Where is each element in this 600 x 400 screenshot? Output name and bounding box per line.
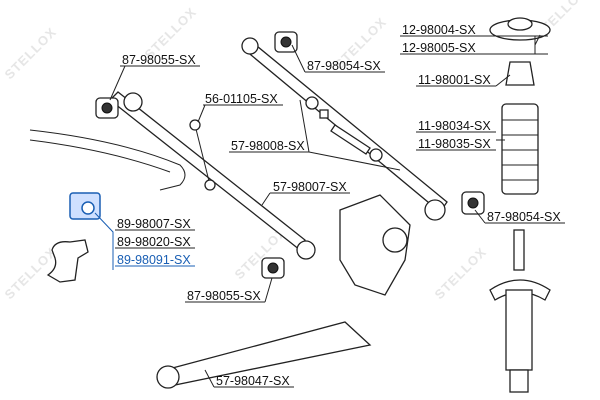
arm-bushing-upper-left[interactable] (95, 97, 119, 119)
lower-control-arm (109, 91, 306, 252)
lateral-link-eye (156, 365, 180, 389)
bushing-bracket (46, 239, 89, 283)
part-label-57-98047[interactable]: 57-98047-SX (216, 374, 290, 388)
part-label-11-98001[interactable]: 11-98001-SX (418, 73, 491, 87)
dust-boot[interactable] (501, 103, 539, 195)
part-label-56-01105[interactable]: 56-01105-SX (205, 92, 278, 106)
part-label-12-98004[interactable]: 12-98004-SX (402, 23, 476, 37)
arm-bushing-right[interactable] (424, 191, 485, 221)
shock-absorber[interactable] (489, 229, 551, 393)
part-label-87-98055-upper[interactable]: 87-98055-SX (122, 53, 196, 67)
watermark: STELLOX (2, 24, 60, 82)
arm-end-eye (241, 37, 259, 55)
part-label-89-98020[interactable]: 89-98020-SX (117, 235, 191, 249)
arm-bushing-arm-end[interactable] (123, 92, 316, 260)
leader-line-bushing (94, 212, 114, 270)
stabilizer-bar-edge (29, 139, 171, 173)
link-ball-joint (189, 119, 201, 131)
part-label-11-98035[interactable]: 11-98035-SX (418, 137, 491, 151)
part-label-87-98054-upper[interactable]: 87-98054-SX (307, 59, 381, 73)
link-ball-joint (204, 179, 216, 191)
stabilizer-link (194, 124, 211, 186)
stabilizer-bar (29, 129, 186, 191)
part-label-87-98054-right[interactable]: 87-98054-SX (487, 210, 561, 224)
steering-knuckle (339, 194, 411, 296)
part-label-12-98005[interactable]: 12-98005-SX (402, 41, 476, 55)
part-label-89-98091-highlighted[interactable]: 89-98091-SX (117, 253, 191, 267)
adjuster-bolt[interactable] (305, 96, 383, 162)
stabilizer-bushing-highlighted[interactable] (69, 192, 101, 220)
strut-mount[interactable] (489, 17, 551, 41)
bump-stop[interactable] (505, 61, 535, 86)
part-label-57-98007[interactable]: 57-98007-SX (273, 180, 347, 194)
part-label-89-98007[interactable]: 89-98007-SX (117, 217, 191, 231)
knuckle-hub (382, 227, 408, 253)
arm-bushing-top[interactable] (274, 31, 298, 53)
part-label-87-98055-lower[interactable]: 87-98055-SX (187, 289, 261, 303)
leader-lines (109, 34, 565, 388)
arm-bushing-lower[interactable] (261, 257, 285, 279)
part-label-57-98008[interactable]: 57-98008-SX (231, 139, 305, 153)
watermark: STELLOX (432, 244, 490, 302)
part-label-11-98034[interactable]: 11-98034-SX (418, 119, 491, 133)
